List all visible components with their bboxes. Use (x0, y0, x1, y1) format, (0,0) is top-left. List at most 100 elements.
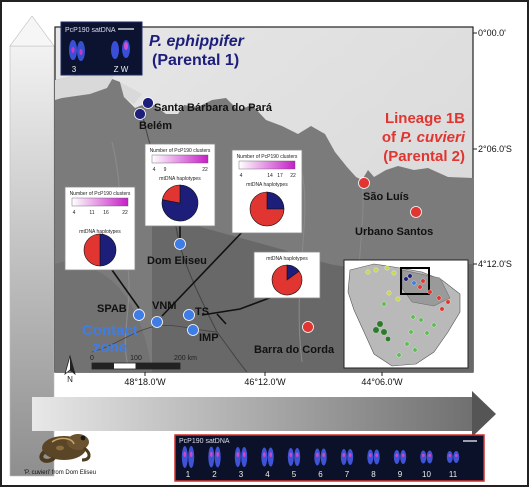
chromosome-8-signal-2 (375, 453, 379, 457)
karyotype-top-label: PcP190 satDNA (65, 27, 116, 34)
pie-imp (271, 264, 303, 296)
chromosome-11-signal-1 (448, 454, 452, 457)
pie-vnm (161, 184, 199, 222)
karyotype-bottom-label: PcP190 satDNA (179, 438, 230, 445)
horizontal-gradient-arrow (32, 391, 496, 437)
north-arrow: N (64, 354, 76, 384)
locality-points (133, 97, 422, 336)
locality-labels: Santa Bárbara do Pará Belém São Luís Urb… (97, 102, 433, 356)
point-sao-luis[interactable] (358, 177, 370, 189)
inset-vnm-mtdna-title: mtDNA haplotypes (159, 176, 201, 182)
spab-pie-slice-ephippifer (99, 233, 117, 267)
chromosome-4-signal-1 (262, 452, 266, 457)
label-sao-luis: São Luís (363, 191, 409, 203)
lon-label-0: 48°18.0'W (124, 377, 166, 387)
latitude-ticks (473, 32, 477, 265)
scale-bar: 0 100 200 km (90, 355, 197, 370)
lat-label-1: 2°06.0'S (478, 144, 512, 154)
point-belem[interactable] (134, 108, 146, 120)
inset-imp: mtDNA haplotypes (253, 251, 321, 299)
inset-spab-tick-0: 4 (73, 210, 76, 216)
connector-lines (111, 226, 273, 325)
lat-label-0: 0°00.0' (478, 28, 506, 38)
contact-zone-line2: zone (93, 339, 127, 356)
latitude-labels: 0°00.0' 2°06.0'S 4°12.0'S (478, 28, 512, 269)
chromosome-label-8: 8 (371, 470, 376, 479)
chromosome-3-signal-1 (236, 452, 240, 457)
cuvieri-lineage-title: Lineage 1B (385, 110, 465, 127)
point-spab[interactable] (133, 309, 145, 321)
chromosome-label-5: 5 (292, 470, 297, 479)
inset-vnm-cluster-title: Number of PcP190 clusters (150, 148, 211, 154)
karyotype-top-chromosome-3: 3 (72, 65, 77, 74)
north-label: N (67, 375, 73, 384)
contact-zone-line1: Contact (82, 322, 138, 339)
chromosome-label-11: 11 (449, 470, 458, 479)
label-belem: Belém (139, 120, 172, 132)
pie-ts (249, 191, 285, 227)
chromosome-6-signal-2 (322, 452, 326, 457)
point-barra-do-corda[interactable] (302, 321, 314, 333)
ephippifer-species-title: P. ephippifer (149, 33, 245, 50)
inset-ts-mtdna-title: mtDNA haplotypes (246, 182, 288, 188)
chromosome-label-6: 6 (318, 470, 323, 479)
longitude-labels: 48°18.0'W 46°12.0'W 44°06.0'W (124, 377, 403, 387)
ts-pie-slice-cuvieri (249, 191, 285, 227)
chromosome-2-signal-2 (216, 451, 220, 457)
cuvieri-species-line: of P. cuvieri (382, 129, 466, 146)
chromosome-2-signal-1 (209, 451, 213, 457)
inset-ts: Number of PcP190 clusters 4 14 17 22 mtD… (231, 149, 303, 234)
karyotype-ephippifer-panel: PcP190 satDNA 3 Z W (60, 21, 143, 76)
inset-ts-tick-2: 17 (277, 173, 283, 179)
inset-ts-cluster-title: Number of PcP190 clusters (237, 154, 298, 160)
chromosome-5-signal-1 (289, 452, 293, 457)
inset-ts-tick-3: 22 (290, 173, 296, 179)
karyotype-top-chromosome-zw: Z W (114, 65, 129, 74)
ephippifer-role-title: (Parental 1) (152, 52, 239, 69)
inset-map-points (365, 265, 451, 358)
chromosome-1-signal-1 (183, 451, 187, 457)
cuvieri-of-text: of (382, 129, 400, 146)
inset-vnm: Number of PcP190 clusters 4 9 22 mtDNA h… (144, 143, 216, 227)
label-imp: IMP (199, 332, 219, 344)
chromosome-label-10: 10 (422, 470, 431, 479)
inset-spab-tick-1: 11 (89, 210, 94, 216)
chromosome-label-7: 7 (345, 470, 350, 479)
point-imp[interactable] (187, 324, 199, 336)
chromosome-11-signal-2 (454, 454, 458, 457)
point-dom-eliseu[interactable] (174, 238, 186, 250)
scale-label-0: 0 (90, 355, 94, 362)
spab-pie-slice-cuvieri (83, 233, 101, 267)
inset-spab-cluster-title: Number of PcP190 clusters (70, 191, 131, 197)
chromosome-5-signal-2 (295, 452, 299, 457)
chromosome-8-signal-1 (368, 453, 372, 457)
inset-spab-tick-3: 22 (122, 210, 128, 216)
chromosome-10-signal-1 (421, 453, 425, 457)
lon-label-2: 44°06.0'W (361, 377, 403, 387)
longitude-ticks (144, 372, 383, 376)
point-vnm[interactable] (151, 316, 163, 328)
inset-south-america-map (343, 259, 469, 369)
chromosome-7-signal-1 (342, 453, 346, 457)
imp-pie-slice-cuvieri (271, 264, 303, 296)
chromosome-4-signal-2 (269, 452, 273, 457)
label-vnm: VNM (152, 300, 176, 312)
label-barra-do-corda: Barra do Corda (254, 344, 335, 356)
chromosome-1-signal-2 (189, 451, 193, 457)
point-ts[interactable] (183, 309, 195, 321)
lat-label-2: 4°12.0'S (478, 259, 512, 269)
scale-label-100: 100 (130, 355, 142, 362)
chromosome-label-3: 3 (239, 470, 244, 479)
frog-illustration (39, 434, 91, 463)
chromosome-7-signal-2 (348, 453, 352, 457)
vnm-pie-slice-cuvieri (161, 184, 181, 204)
point-urbano-santos[interactable] (410, 206, 422, 218)
chromosome-3-signal-2 (242, 452, 246, 457)
chromosome-10-signal-2 (428, 453, 432, 457)
label-santa-barbara: Santa Bárbara do Pará (154, 102, 273, 114)
cuvieri-species-text: P. cuvieri (400, 129, 466, 146)
point-santa-barbara[interactable] (142, 97, 154, 109)
